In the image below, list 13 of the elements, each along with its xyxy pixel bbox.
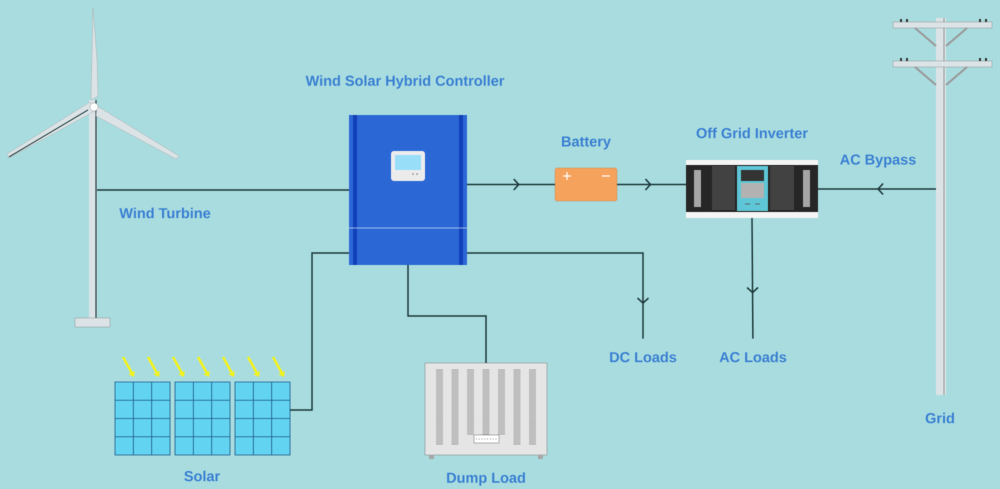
wire xyxy=(407,264,487,363)
wire xyxy=(97,189,349,191)
component-label: Solar xyxy=(184,470,220,482)
component-label: Grid xyxy=(926,412,954,424)
wire xyxy=(290,252,349,411)
edge-label: AC Bypass xyxy=(838,153,918,169)
load-label: AC Loads xyxy=(720,352,786,362)
component-label: Wind Turbine xyxy=(119,208,210,218)
component-label: Battery xyxy=(562,136,611,150)
component-label: Dump Load xyxy=(447,472,525,486)
component-label: Wind Solar Hybrid Controller xyxy=(306,75,504,89)
component-label: Off Grid Inverter xyxy=(696,128,808,138)
load-label: DC Loads xyxy=(610,352,676,362)
